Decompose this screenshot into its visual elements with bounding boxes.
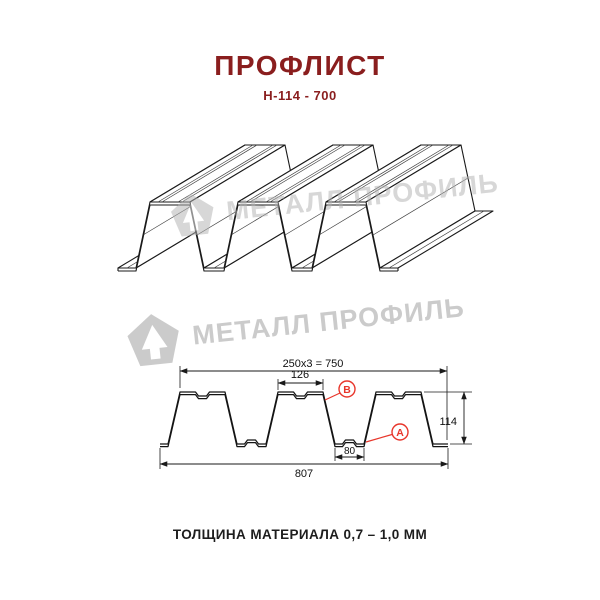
dim-profile-height: 114 [424,391,472,445]
callout-a-label: А [396,427,404,439]
dim-crest-width: 126 [277,369,324,390]
callout-a: А [365,423,409,443]
dim-profile-height-label: 114 [439,416,457,428]
dim-pitch-total: 250х3 = 750 [179,358,448,440]
section-outline [160,391,448,445]
callout-b-label: В [343,384,351,396]
callout-a-circle [391,423,409,441]
dim-pitch-total-label: 250х3 = 750 [283,358,344,370]
sheet-thickness-edge [117,204,399,272]
dim-overall-width-label: 807 [295,468,313,480]
page-subtitle: Н-114 - 700 [263,88,337,103]
dim-valley-width: 80 [334,446,365,461]
section-outline-thickness [160,393,448,448]
callout-b: В [324,380,356,401]
profile-cross-section: 250х3 = 750 126 80 807 [159,358,472,480]
dim-valley-width-label: 80 [344,446,356,457]
page-title: ПРОФЛИСТ [214,50,386,81]
3d-face [379,210,494,269]
profile-3d-view [117,144,494,272]
material-thickness-note: ТОЛЩИНА МАТЕРИАЛА 0,7 – 1,0 ММ [172,527,428,542]
dim-crest-width-label: 126 [291,369,309,381]
dim-overall-width: 807 [159,448,449,480]
callout-b-circle [338,380,356,398]
